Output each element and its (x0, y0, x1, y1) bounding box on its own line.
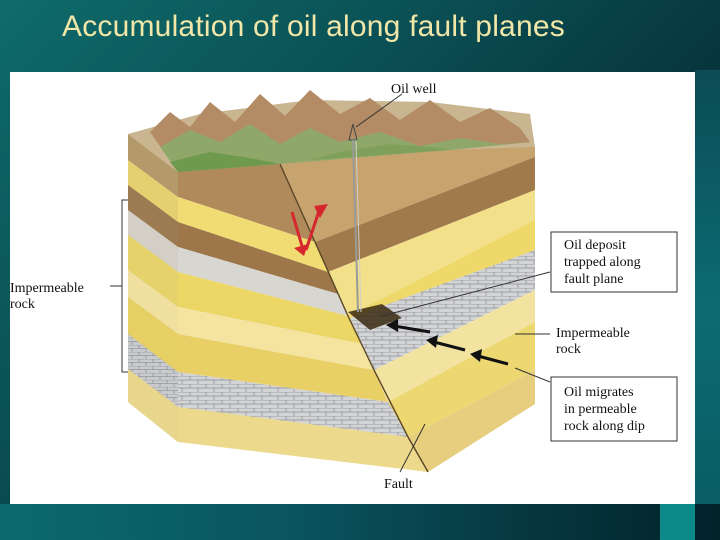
label-oil-well: Oil well (391, 82, 437, 97)
fault-block-diagram: Oil well Impermeable rock Oil deposit tr… (10, 82, 678, 492)
block-side-face (128, 134, 178, 442)
label-impermeable-right-1: Impermeable (556, 326, 630, 341)
fault-line (279, 163, 429, 473)
slide-title: Accumulation of oil along fault planes (62, 10, 565, 43)
decorative-corner-block (660, 504, 695, 540)
impermeable-bracket (121, 199, 128, 373)
oil-well-leader (355, 93, 403, 128)
oil-well (348, 123, 362, 313)
label-impermeable-right-2: rock (556, 342, 581, 357)
deposit-label-box (550, 231, 678, 293)
fault-motion-arrows (290, 204, 328, 256)
deposit-leader (381, 271, 551, 317)
migration-arrows (386, 319, 509, 366)
label-impermeable-left-1: Impermeable (10, 281, 84, 296)
migrates-label-box (550, 376, 678, 442)
fault-leader (399, 423, 426, 473)
label-deposit-2: trapped along (564, 255, 641, 270)
front-face-left-block (178, 164, 428, 472)
label-deposit-3: fault plane (564, 272, 623, 287)
label-impermeable-left-2: rock (10, 297, 35, 312)
label-migrates-2: in permeable (564, 402, 637, 417)
label-migrates-3: rock along dip (564, 419, 645, 434)
top-surface-terrain (128, 90, 535, 172)
decorative-bottom-stripe (0, 504, 720, 540)
oil-deposit (348, 304, 402, 330)
migrates-leader (514, 367, 551, 383)
label-migrates-1: Oil migrates (564, 385, 634, 400)
label-fault: Fault (384, 477, 413, 492)
label-deposit-1: Oil deposit (564, 238, 626, 253)
diagram-panel: Oil well Impermeable rock Oil deposit tr… (10, 72, 695, 504)
decorative-right-stripe (695, 70, 720, 540)
